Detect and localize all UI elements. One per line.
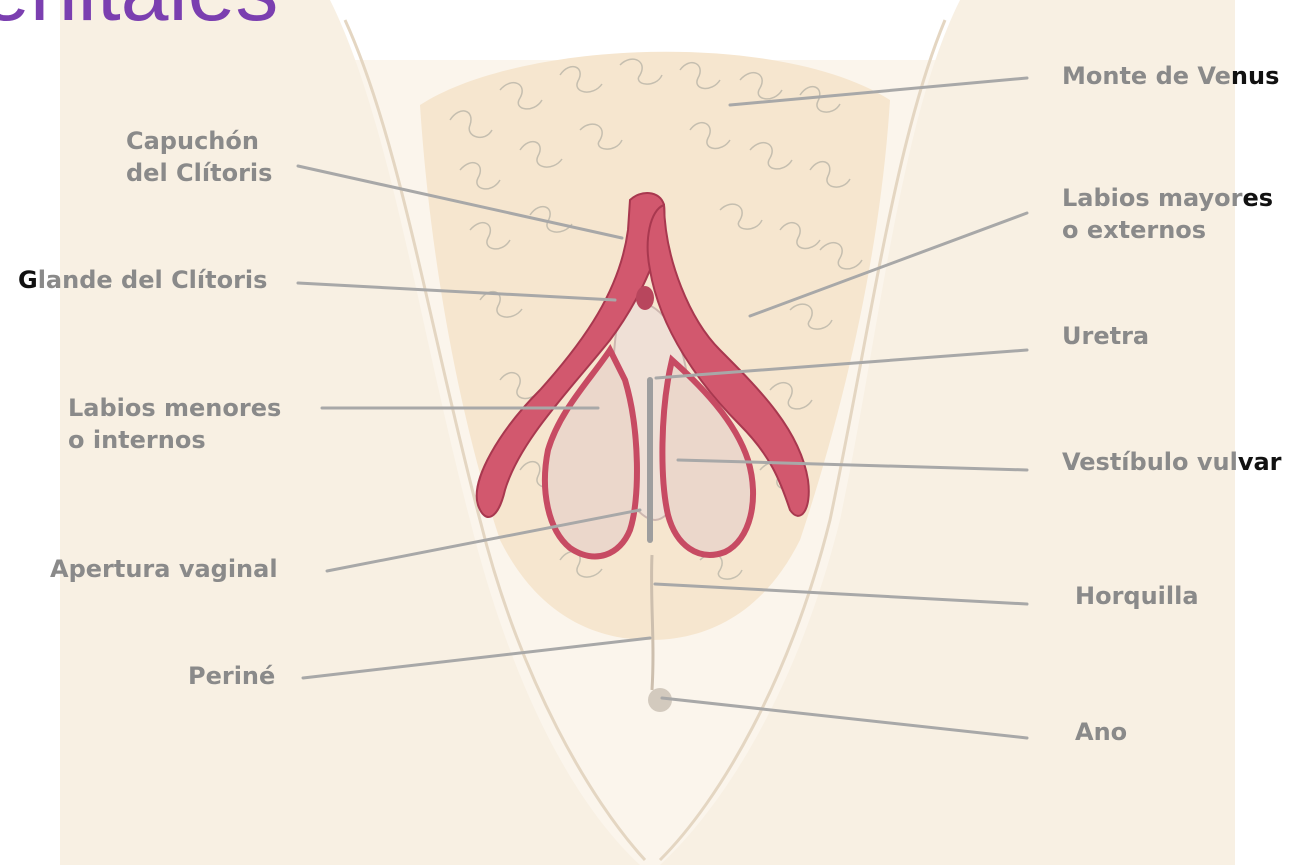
label-glande-clitoris: Glande del Clítoris: [18, 264, 267, 296]
label-vestibulo-vulvar: Vestíbulo vulvar: [1062, 446, 1282, 478]
label-monte-venus: Monte de Venus: [1062, 60, 1279, 92]
label-uretra: Uretra: [1062, 320, 1149, 352]
label-capuchon-clitoris: Capuchón del Clítoris: [126, 125, 272, 190]
label-labios-menores: Labios menores o internos: [68, 392, 281, 457]
label-labios-mayores-line1: Labios mayores: [1062, 182, 1273, 214]
label-capuchon-line1: Capuchón: [126, 125, 272, 157]
label-vestibulo-end: var: [1238, 448, 1282, 476]
label-labios-mayores-end: es: [1242, 184, 1273, 212]
label-labios-mayores-main: Labios mayor: [1062, 184, 1242, 212]
label-glande-rest: lande del Clítoris: [38, 266, 268, 294]
label-capuchon-line2: del Clítoris: [126, 157, 272, 189]
label-perine: Periné: [188, 660, 275, 692]
label-monte-main: Monte de Ve: [1062, 62, 1231, 90]
label-labios-menores-line2: o internos: [68, 424, 281, 456]
label-horquilla: Horquilla: [1075, 580, 1199, 612]
label-monte-end: nus: [1231, 62, 1279, 90]
label-labios-mayores: Labios mayores o externos: [1062, 182, 1273, 247]
label-ano: Ano: [1075, 716, 1127, 748]
label-labios-mayores-line2: o externos: [1062, 214, 1273, 246]
perineum-line: [652, 555, 653, 690]
label-glande-initial: G: [18, 266, 38, 294]
label-labios-menores-line1: Labios menores: [68, 392, 281, 424]
label-vestibulo-main: Vestíbulo vul: [1062, 448, 1238, 476]
label-apertura-vaginal: Apertura vaginal: [50, 553, 278, 585]
clitoral-glans: [636, 286, 654, 310]
slide-title: enitales: [0, 0, 278, 34]
